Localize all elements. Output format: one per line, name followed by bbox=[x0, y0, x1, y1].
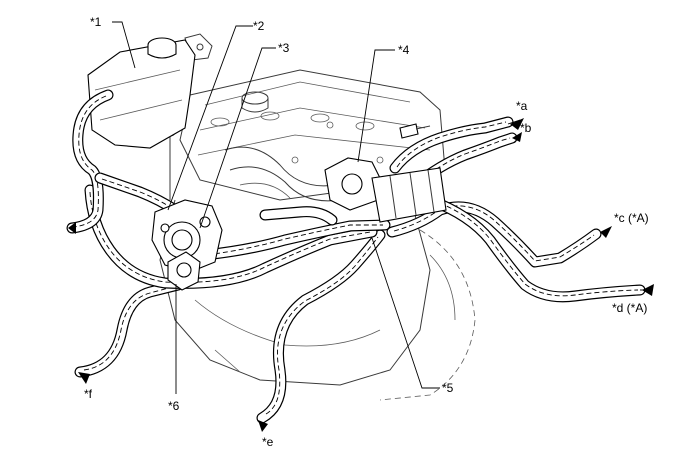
callout-f: *f bbox=[84, 387, 93, 401]
arrow-e bbox=[258, 420, 268, 432]
leader-lines bbox=[112, 21, 440, 394]
callout-6: *6 bbox=[168, 399, 180, 413]
callout-c: *c (*A) bbox=[614, 211, 649, 225]
egr-assembly bbox=[324, 123, 447, 223]
arrow-c bbox=[600, 226, 612, 238]
flow-arrows bbox=[68, 118, 654, 432]
callout-labels: *1 *2 *3 *4 *5 *6 *a *b *c (*A) *d (*A) … bbox=[84, 15, 649, 449]
callout-5: *5 bbox=[442, 381, 454, 395]
callout-a: *a bbox=[516, 99, 528, 113]
arrow-hose-left bbox=[68, 222, 76, 234]
throttle-body bbox=[151, 199, 223, 273]
callout-b: *b bbox=[520, 121, 532, 135]
callout-3: *3 bbox=[278, 41, 290, 55]
arrow-a bbox=[510, 118, 524, 130]
callout-1: *1 bbox=[90, 15, 102, 29]
coolant-hoses bbox=[66, 89, 646, 424]
hose-f bbox=[74, 279, 184, 378]
water-inlet bbox=[167, 251, 201, 291]
arrow-d bbox=[642, 284, 654, 296]
callout-4: *4 bbox=[398, 43, 410, 57]
callout-e: *e bbox=[262, 435, 274, 449]
reservoir-tank bbox=[87, 37, 196, 149]
arrow-f bbox=[78, 372, 90, 384]
callout-2: *2 bbox=[253, 19, 265, 33]
arrow-b bbox=[512, 132, 522, 142]
callout-d: *d (*A) bbox=[612, 301, 647, 315]
